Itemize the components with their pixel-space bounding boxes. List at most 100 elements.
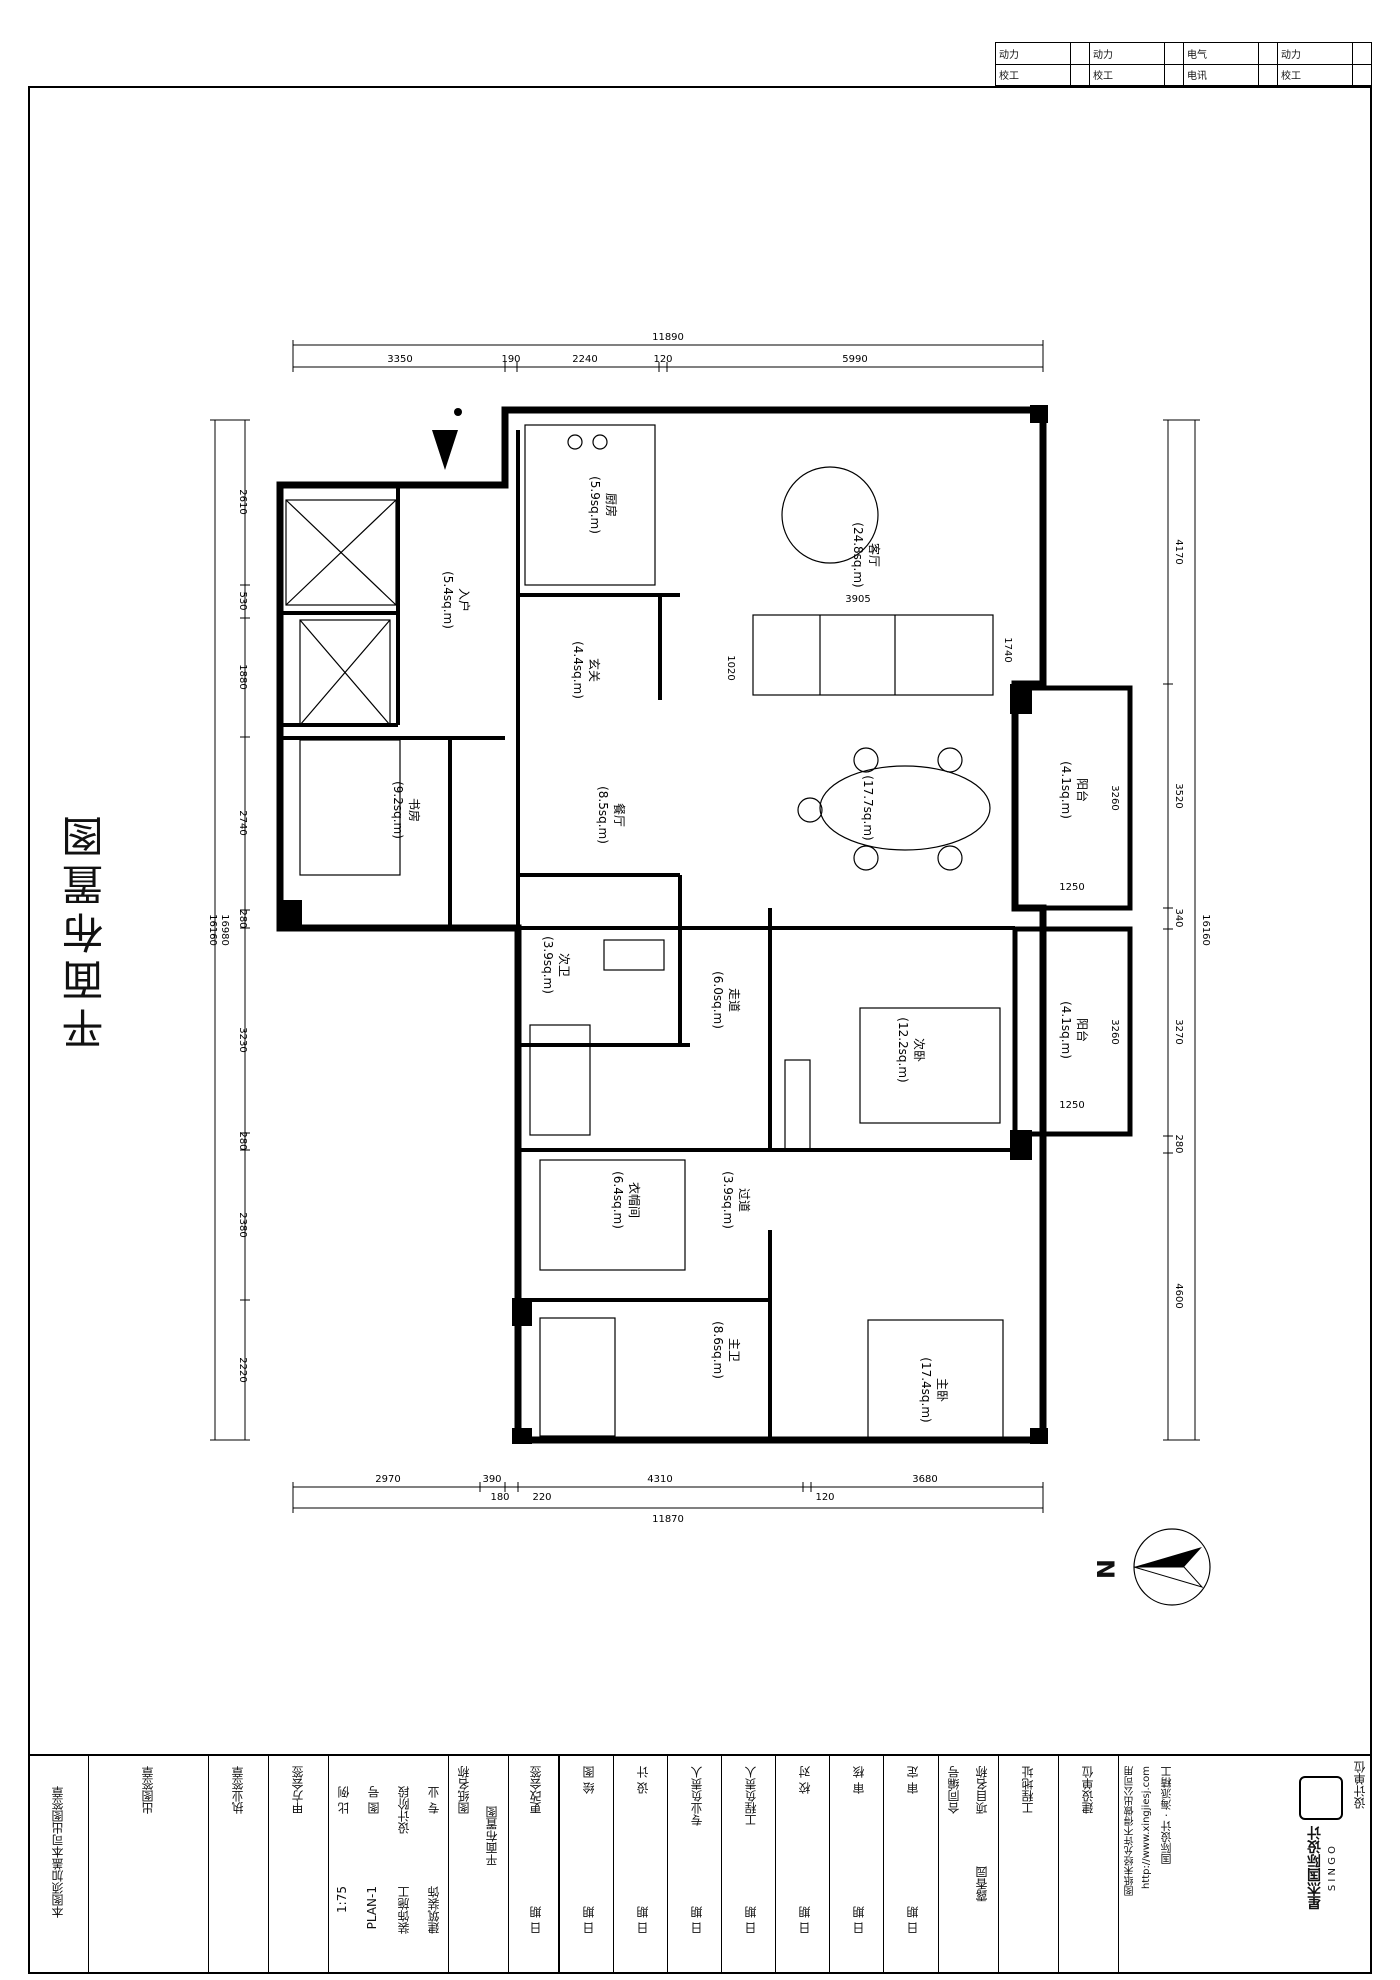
sig-cell: 校工: [995, 63, 1071, 86]
dim-bottom-segment: 2970: [375, 1474, 400, 1485]
tb-col-seal-note: 本图须加盖本司出图签章: [28, 1756, 88, 1974]
room-name: 衣帽间: [627, 1182, 642, 1218]
room-name: 书房: [407, 798, 422, 822]
kitchen-counter: [524, 424, 656, 586]
room-area: (4.4sq.m): [571, 641, 585, 699]
dim-left-segment: 2220: [237, 1357, 248, 1382]
dim-bottom-total: 11870: [652, 1514, 684, 1525]
tb-col-meta: 比 例 1:75 图 号 PLAN-1 设计阶段 装饰施工 专 业 建筑装饰: [328, 1756, 448, 1974]
room-area: (3.9sq.m): [541, 936, 555, 994]
dim-right-segment: 4600: [1173, 1283, 1184, 1308]
label-major: 专 业: [427, 1786, 441, 1814]
design-unit-label: 设计单位: [1353, 1761, 1367, 1809]
room-area: (5.9sq.m): [588, 476, 602, 534]
shower-2: [529, 1024, 591, 1136]
room-name: 次卧: [912, 1038, 926, 1062]
role-date: 日 期: [582, 1906, 596, 1934]
room-area: (17.7sq.m): [861, 775, 875, 840]
dim-top-segment: 190: [501, 354, 520, 365]
dim-left-segment: 2740: [237, 810, 248, 835]
dim-right-segment: 340: [1173, 908, 1184, 927]
balcony-lower: [1012, 926, 1133, 1137]
dim-balcony: 1250: [1059, 882, 1084, 893]
signature-table: 动力 动力 电气 动力 校工 校工 电讯 校工: [995, 42, 1373, 86]
dim-balcony: 3260: [1109, 1019, 1120, 1044]
company-slogan: 国际设计 · 海派精工: [1160, 1766, 1173, 1865]
dim-living: 1020: [725, 655, 736, 680]
label-scale: 比 例: [337, 1786, 351, 1814]
brand-en: S I N G O: [1327, 1846, 1338, 1892]
entry-arrow: [432, 408, 462, 470]
dim-left-segment: 280: [237, 909, 248, 928]
dim-left-total-2: 16980: [219, 914, 230, 946]
room-name: 阳台: [1075, 1018, 1090, 1042]
role-column: 审 核日 期: [829, 1756, 883, 1974]
value-drawing-name: 平面布置图: [485, 1806, 499, 1866]
role-label: 校 对: [798, 1766, 812, 1794]
dim-top-segment: 120: [653, 354, 672, 365]
seal-note: 本图须加盖本司出图签章: [51, 1786, 65, 1918]
dim-top-segment: 5990: [842, 354, 867, 365]
drawing-frame: [28, 86, 1372, 1974]
role-label: 专业负责人: [690, 1766, 704, 1826]
out-seal: 出图签章: [141, 1766, 155, 1814]
tb-col-party-a: 甲方会签: [268, 1756, 328, 1974]
tb-col-site: 工程地址: [998, 1756, 1058, 1974]
role-label: 绘 图: [582, 1766, 596, 1794]
value-major: 建筑装饰: [427, 1886, 441, 1934]
study-desk: [299, 739, 401, 876]
dim-top-segment: 2240: [572, 354, 597, 365]
room-name: 主卧: [935, 1378, 949, 1402]
role-date: 日 期: [636, 1906, 650, 1934]
role-column: 设 计日 期: [613, 1756, 667, 1974]
dim-left-segment: 2610: [237, 489, 248, 514]
role-date: 日 期: [744, 1906, 758, 1934]
dining-table: [819, 765, 991, 851]
sig-cell: [1163, 63, 1184, 86]
sig-cell: 电讯: [1182, 63, 1259, 86]
dim-right-segment: 3270: [1173, 1019, 1184, 1044]
tb-col-drawing-name: 图纸名称 平面布置图: [448, 1756, 508, 1974]
role-column: 审 定日 期: [883, 1756, 937, 1974]
north-label: N: [1091, 1558, 1120, 1580]
room-area: (12.2sq.m): [896, 1017, 910, 1082]
dim-right-segment: 3520: [1173, 783, 1184, 808]
label-contract-no: 合同编号: [947, 1766, 961, 1814]
role-label: 审 定: [906, 1766, 920, 1794]
label-project-name: 项目名称: [975, 1766, 989, 1814]
room-area: (5.4sq.m): [441, 571, 455, 629]
company-logo-icon: [1299, 1776, 1343, 1820]
dim-bottom-segment: 120: [815, 1492, 834, 1503]
party-a-sign: 甲方会签: [291, 1766, 305, 1814]
room-name: 次卫: [557, 953, 571, 977]
dim-left-segment: 530: [237, 591, 248, 610]
dim-bottom-segment: 180: [490, 1492, 509, 1503]
room-name: 玄关: [587, 658, 602, 682]
change-sign: 更改会签: [529, 1766, 543, 1814]
room-area: (4.1sq.m): [1059, 1001, 1073, 1059]
dim-left-total: 16160: [207, 914, 218, 946]
dim-right-total: 16160: [1200, 914, 1211, 946]
role-column: 专业负责人日 期: [667, 1756, 721, 1974]
role-column: 工程负责人日 期: [721, 1756, 775, 1974]
value-drawing-no: PLAN-1: [365, 1886, 379, 1930]
dim-right-segment: 4170: [1173, 539, 1184, 564]
room-area: (24.8sq.m): [851, 522, 865, 587]
dim-left-segment: 1880: [237, 664, 248, 689]
value-stage: 装饰施工: [397, 1886, 411, 1934]
tb-col-contract: 合同编号 项目名称 露香园: [938, 1756, 998, 1974]
company-website: http://www.xingjiesj.com: [1141, 1766, 1152, 1890]
dim-bottom-segment: 3680: [912, 1474, 937, 1485]
room-name: 餐厅: [612, 803, 627, 827]
sig-cell: [1069, 63, 1090, 86]
dim-left-segment: 2380: [237, 1212, 248, 1237]
shower: [539, 1317, 616, 1437]
label-stage: 设计阶段: [397, 1786, 411, 1834]
dim-right-segment: 280: [1173, 1134, 1184, 1153]
role-date: 日 期: [906, 1906, 920, 1934]
role-column: 校 对日 期: [775, 1756, 829, 1974]
value-project-name: 露香园: [975, 1866, 989, 1902]
room-name: 过道: [737, 1188, 751, 1212]
tb-col-change: 更改会签 日 期: [508, 1756, 558, 1974]
